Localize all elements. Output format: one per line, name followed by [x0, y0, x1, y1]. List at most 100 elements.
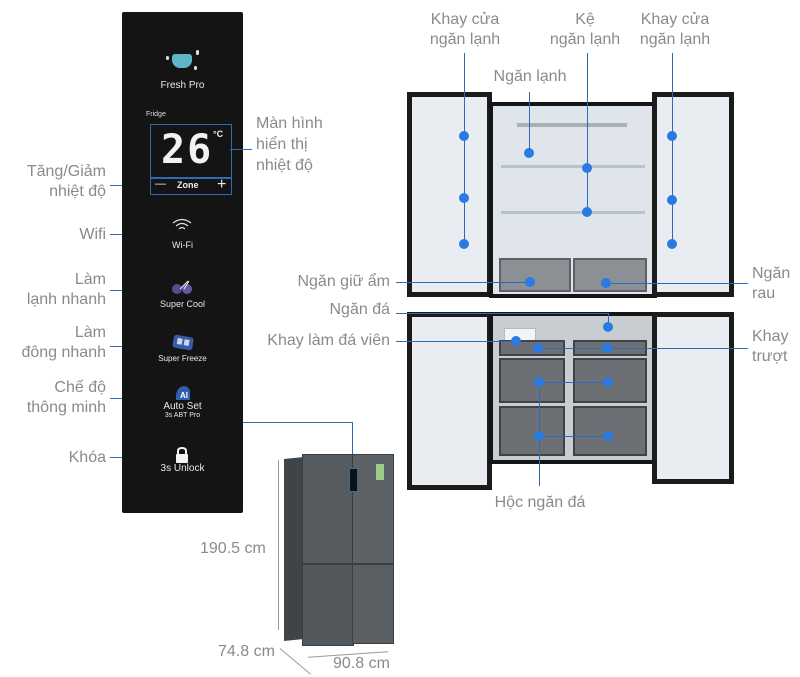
leader-line — [243, 422, 353, 423]
marker-dot — [667, 239, 677, 249]
fridge-side — [284, 456, 304, 642]
label-line: Làm — [74, 271, 106, 288]
depth-dimension: 74.8 cm — [218, 643, 275, 660]
marker-dot — [582, 163, 592, 173]
marker-dot — [511, 336, 521, 346]
label-line: rau — [752, 285, 776, 302]
ai-icon[interactable]: AI — [174, 385, 192, 401]
label-lock: Khóa — [68, 449, 106, 466]
label-line: thông minh — [26, 399, 106, 416]
marker-dot — [603, 431, 613, 441]
width-dimension: 90.8 cm — [333, 655, 390, 672]
label-line: đông nhanh — [21, 344, 106, 361]
marker-dot — [534, 431, 544, 441]
fridge-door-bottom-left — [302, 564, 354, 646]
marker-dot — [525, 277, 535, 287]
label-line: Chế độ — [54, 379, 106, 396]
marker-dot — [459, 131, 469, 141]
super-cool-icon[interactable] — [170, 280, 194, 294]
fresh-pro-icon — [172, 54, 192, 68]
upper-right-door — [652, 92, 734, 297]
fresh-pro-label: Fresh Pro — [160, 80, 205, 91]
fridge-display-mini — [349, 468, 358, 492]
label-line: ngăn lạnh — [639, 31, 711, 48]
label-line: Màn hình — [256, 115, 323, 132]
leader-line — [230, 149, 252, 150]
label-display: Màn hình hiển thị nhiệt độ — [256, 113, 323, 176]
droplet-icon — [194, 66, 197, 70]
label-line: Ngăn — [752, 265, 791, 282]
label-fridge-compartment: Ngăn lạnh — [493, 68, 567, 85]
leader-line — [464, 53, 465, 243]
marker-dot — [667, 131, 677, 141]
droplet-icon — [166, 56, 169, 60]
droplet-icon — [196, 50, 199, 55]
label-slide-tray: Khay trượt — [752, 327, 788, 367]
svg-text:AI: AI — [180, 391, 188, 400]
energy-label — [376, 464, 384, 480]
leader-line — [587, 53, 588, 213]
marker-dot — [601, 278, 611, 288]
leader-line — [606, 283, 748, 284]
leader-line — [396, 282, 530, 283]
humidity-drawer — [499, 258, 571, 292]
label-line: nhiệt độ — [256, 157, 313, 174]
leader-line — [396, 313, 608, 314]
super-freeze-label: Super Freeze — [158, 354, 207, 363]
label-smart-mode: Chế độ thông minh — [0, 378, 106, 418]
temperature-value: 26 — [161, 127, 214, 173]
marker-dot — [534, 377, 544, 387]
lower-left-door — [407, 312, 492, 490]
marker-dot — [602, 343, 612, 353]
label-vegetable-drawer: Ngăn rau — [752, 264, 790, 304]
zone-label: Zone — [177, 180, 199, 190]
shelf — [501, 211, 645, 214]
shelf — [501, 165, 645, 168]
leader-line — [538, 348, 748, 349]
zone-minus-button[interactable]: — — [155, 178, 166, 190]
label-humidity-drawer: Ngăn giữ ẩm — [297, 273, 390, 290]
freezer-bin — [499, 358, 565, 403]
vegetable-drawer — [573, 258, 647, 292]
zone-plus-button[interactable]: + — [217, 176, 227, 193]
leader-line — [352, 422, 353, 468]
fridge-door-top-right — [352, 454, 394, 564]
fridge-door-bottom-right — [352, 564, 394, 644]
lock-icon[interactable] — [175, 446, 189, 463]
marker-dot — [459, 239, 469, 249]
label-freezer-bins: Hộc ngăn đá — [494, 494, 586, 511]
label-line: lạnh nhanh — [26, 291, 106, 308]
depth-arrow — [279, 648, 311, 675]
marker-dot — [667, 195, 677, 205]
marker-dot — [582, 207, 592, 217]
auto-set-label: Auto Set — [163, 401, 202, 412]
auto-set-sub-label: 3s ABT Pro — [164, 412, 201, 419]
label-line: Khay — [752, 328, 789, 345]
fridge-label: Fridge — [146, 111, 166, 118]
label-door-tray-left: Khay cửa ngăn lạnh — [418, 10, 512, 50]
fridge-exterior-illustration — [284, 454, 399, 649]
label-ice-tray: Khay làm đá viên — [267, 332, 390, 349]
label-line: trượt — [752, 348, 788, 365]
unit-label: °C — [213, 129, 224, 139]
leader-line — [539, 436, 608, 437]
lower-right-door — [652, 312, 734, 484]
height-arrow — [278, 460, 279, 630]
super-freeze-icon[interactable] — [170, 334, 196, 352]
label-shelf: Kệ ngăn lạnh — [540, 10, 630, 50]
super-cool-label: Super Cool — [159, 299, 206, 309]
temperature-display: 26 °C — [150, 124, 232, 178]
leader-line — [672, 53, 673, 243]
leader-line — [529, 92, 530, 152]
marker-dot — [524, 148, 534, 158]
leader-line — [608, 313, 609, 327]
fridge-interior-illustration — [407, 90, 797, 490]
leader-line — [539, 382, 608, 383]
marker-dot — [459, 193, 469, 203]
label-fast-cool: Làm lạnh nhanh — [0, 270, 106, 310]
height-dimension: 190.5 cm — [200, 540, 266, 557]
marker-dot — [603, 377, 613, 387]
light-bar — [517, 123, 627, 127]
label-line: Làm — [74, 324, 106, 341]
wifi-icon[interactable] — [172, 218, 192, 232]
